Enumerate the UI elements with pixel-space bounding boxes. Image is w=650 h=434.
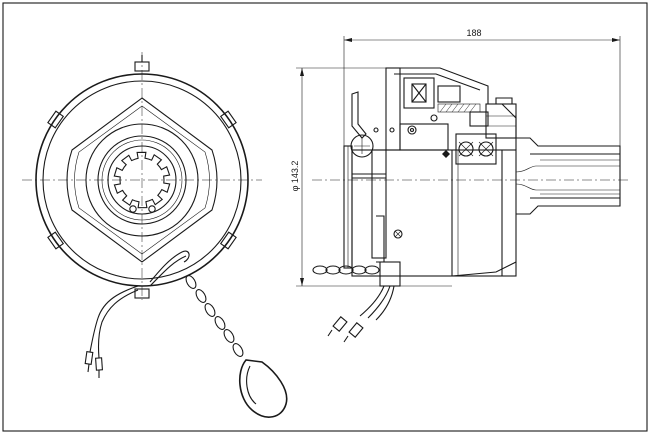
diameter-dimension: φ 143.2 [290,67,452,287]
diameter-dimension-label: φ 143.2 [290,161,300,192]
sensor-cable [84,285,139,378]
rim-bolts [47,55,237,299]
side-chain [312,261,401,343]
chain [149,250,288,418]
length-dimension-label: 188 [466,28,481,38]
length-dimension: 188 [343,28,621,146]
front-view [22,52,288,418]
side-view: 188 φ 143.2 [290,28,630,343]
